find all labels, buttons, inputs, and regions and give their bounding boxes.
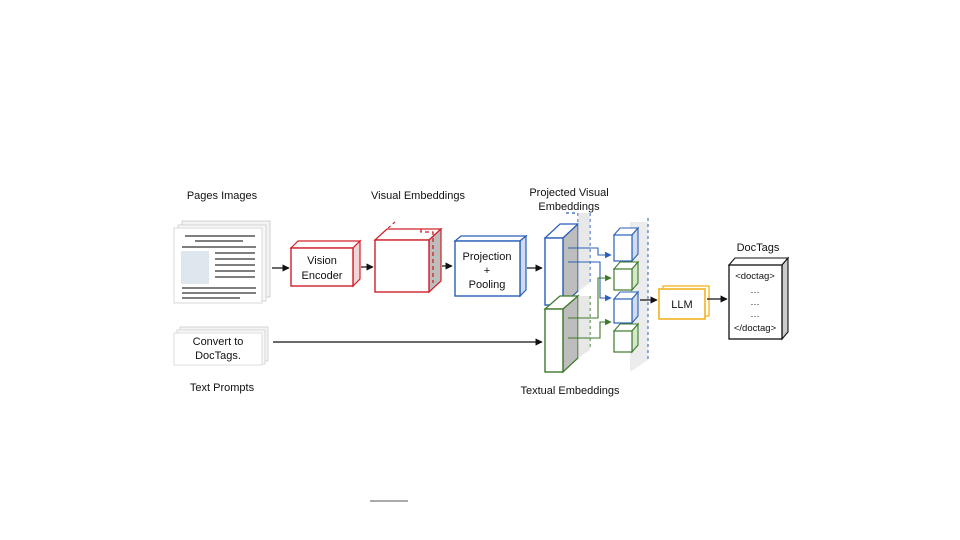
visual-embeddings-title: Visual Embeddings [371, 190, 465, 202]
page-figure [181, 251, 209, 284]
vision-encoder-label-line1: Vision [307, 255, 337, 267]
sequence-token-visual-2 [612, 290, 640, 325]
interleaved-sequence [612, 218, 649, 372]
sequence-token-text-2 [612, 322, 640, 354]
doctags-ellipsis-2: … [750, 297, 760, 308]
textual-embeddings-title: Textual Embeddings [520, 385, 620, 397]
prompt-text-line2: DocTags. [195, 350, 241, 362]
sequence-token-text-1 [612, 260, 640, 292]
vision-encoder-label-line2: Encoder [302, 270, 343, 282]
doctags-output-box: <doctag> … … … </doctag> [727, 256, 790, 341]
doctags-open-tag: <doctag> [735, 271, 775, 282]
interleave-connectors [568, 247, 612, 339]
projected-visual-title-line2: Embeddings [538, 201, 600, 213]
embedding-slice-dashed [420, 229, 434, 283]
projected-visual-embeddings [543, 212, 591, 307]
visual-embeddings-block [373, 221, 443, 294]
projection-label-line3: Pooling [469, 279, 506, 291]
llm-block: LLM [658, 285, 710, 320]
prompt-text-line1: Convert to [193, 336, 244, 348]
vision-encoder-block: Vision Encoder [289, 239, 362, 288]
text-prompts-title: Text Prompts [190, 382, 255, 394]
doctags-ellipsis-1: … [750, 285, 760, 296]
sequence-token-visual-1 [612, 226, 640, 263]
projection-pooling-block: Projection + Pooling [453, 234, 528, 298]
page-images-stack [173, 220, 271, 304]
doctags-ellipsis-3: … [750, 309, 760, 320]
doctags-title: DocTags [737, 242, 780, 254]
text-prompt-card: Convert to DocTags. [173, 326, 269, 366]
llm-label: LLM [671, 299, 692, 311]
textual-embeddings [543, 294, 591, 374]
projection-label-line1: Projection [463, 251, 512, 263]
projection-label-line2: + [484, 265, 490, 277]
page-text-lines [182, 235, 256, 299]
doctags-close-tag: </doctag> [734, 323, 777, 334]
pages-images-title: Pages Images [187, 190, 258, 202]
projected-visual-title-line1: Projected Visual [529, 187, 608, 199]
